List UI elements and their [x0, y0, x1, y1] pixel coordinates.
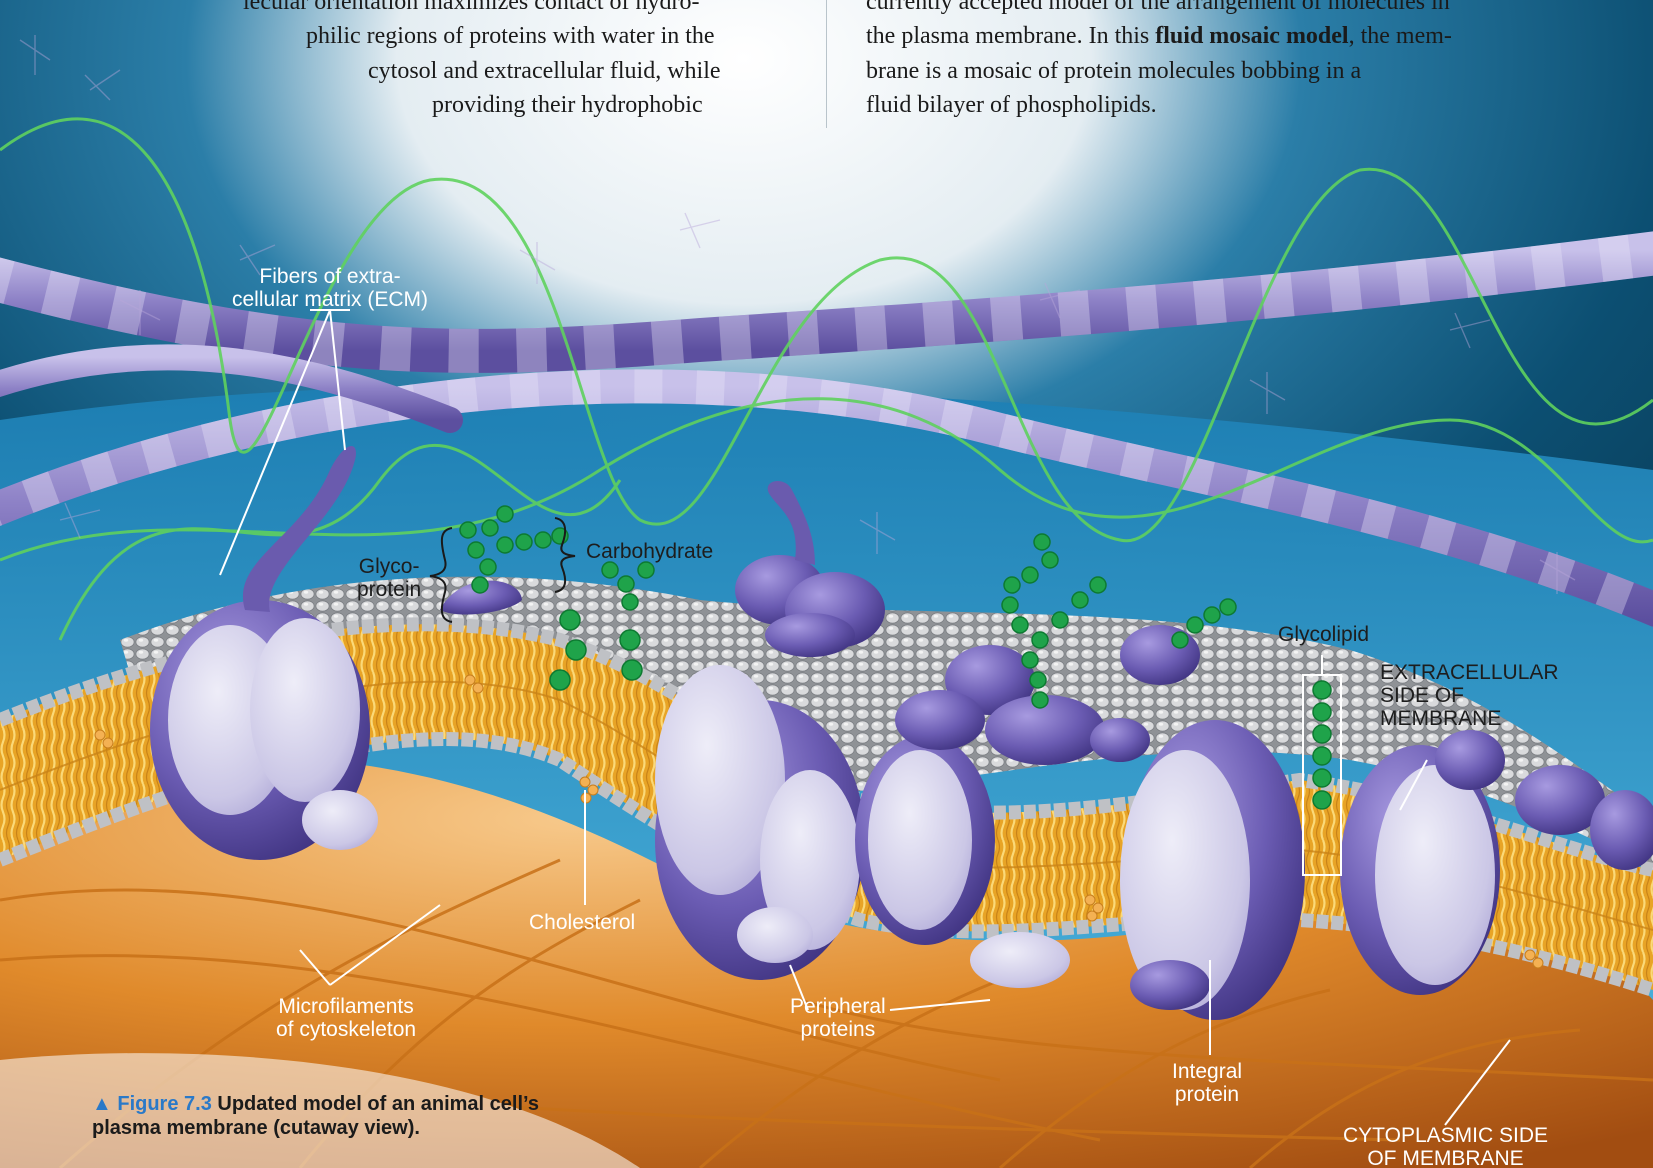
- body-text-right-line-4: fluid bilayer of phospholipids.: [866, 89, 1157, 122]
- label-glycoprotein-line-1: Glyco-: [357, 555, 421, 578]
- label-glycolipid: Glycolipid: [1278, 623, 1369, 646]
- figure-number: ▲ Figure 7.3: [92, 1093, 212, 1115]
- label-ecm-fibers: Fibers of extra- cellular matrix (ECM): [232, 265, 428, 311]
- label-cytoplasmic-line-2: OF MEMBRANE: [1343, 1147, 1548, 1168]
- label-microfilaments: Microfilaments of cytoskeleton: [276, 995, 416, 1041]
- label-glycoprotein: Glyco- protein: [357, 555, 421, 601]
- label-cholesterol: Cholesterol: [529, 911, 635, 934]
- label-extracellular-line-2: SIDE OF: [1380, 684, 1559, 707]
- body-text-right-line-2: the plasma membrane. In this fluid mosai…: [866, 20, 1452, 53]
- figure-caption: ▲ Figure 7.3 Updated model of an animal …: [92, 1092, 539, 1140]
- label-peripheral-line-1: Peripheral: [790, 995, 886, 1018]
- label-peripheral-line-2: proteins: [790, 1018, 886, 1041]
- body-text-line-2: philic regions of proteins with water in…: [306, 20, 715, 53]
- label-ecm-line-1: Fibers of extra-: [232, 265, 428, 288]
- label-cytoplasmic-side: CYTOPLASMIC SIDE OF MEMBRANE: [1343, 1124, 1548, 1168]
- body-text-line-4: providing their hydrophobic: [432, 89, 703, 122]
- label-extracellular-side: EXTRACELLULAR SIDE OF MEMBRANE: [1380, 661, 1559, 730]
- label-cytoplasmic-line-1: CYTOPLASMIC SIDE: [1343, 1124, 1548, 1147]
- term-fluid-mosaic-model: fluid mosaic model: [1155, 23, 1348, 49]
- body-text-line-3: cytosol and extracellular fluid, while: [368, 55, 721, 88]
- label-integral-line-2: protein: [1172, 1083, 1242, 1106]
- column-divider: [826, 0, 827, 128]
- body-text-right-line-2-end: , the mem-: [1349, 23, 1452, 49]
- body-text-right-line-1: currently accepted model of the arrangem…: [866, 0, 1450, 19]
- label-microfilaments-line-2: of cytoskeleton: [276, 1018, 416, 1041]
- label-glycoprotein-line-2: protein: [357, 578, 421, 601]
- caption-line-2: plasma membrane (cutaway view).: [92, 1116, 539, 1140]
- body-text-right-line-3: brane is a mosaic of protein molecules b…: [866, 55, 1361, 88]
- body-text-right-line-2-start: the plasma membrane. In this: [866, 23, 1155, 49]
- caption-title-part-1: Updated model of an animal cell’s: [217, 1093, 539, 1115]
- label-microfilaments-line-1: Microfilaments: [276, 995, 416, 1018]
- label-extracellular-line-1: EXTRACELLULAR: [1380, 661, 1559, 684]
- body-text-line-1: lecular orientation maximizes contact of…: [243, 0, 700, 19]
- label-integral-protein: Integral protein: [1172, 1060, 1242, 1106]
- label-extracellular-line-3: MEMBRANE: [1380, 707, 1559, 730]
- label-ecm-line-2: cellular matrix (ECM): [232, 288, 428, 311]
- label-peripheral-proteins: Peripheral proteins: [790, 995, 886, 1041]
- caption-line-1: ▲ Figure 7.3 Updated model of an animal …: [92, 1092, 539, 1116]
- label-carbohydrate: Carbohydrate: [586, 540, 713, 563]
- label-integral-line-1: Integral: [1172, 1060, 1242, 1083]
